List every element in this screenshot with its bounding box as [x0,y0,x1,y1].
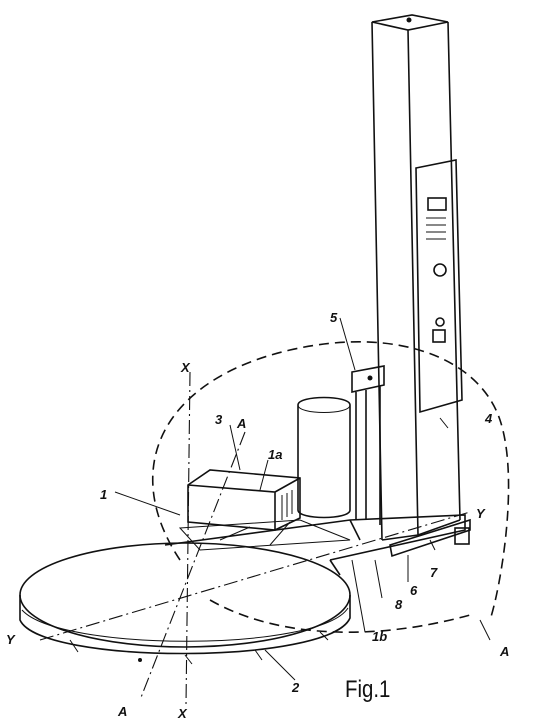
label-5: 5 [330,310,338,325]
axis-y-line [39,511,471,641]
base-frame [164,514,466,576]
turntable-rim-inner [21,607,349,642]
foot-pad [454,527,470,545]
label-7: 7 [430,565,438,580]
motor-vent [281,490,293,520]
label-1a: 1a [268,447,283,462]
axis-x-line [185,371,191,706]
label-1b: 1b [372,629,388,644]
mast-column [371,14,461,541]
label-4: 4 [485,411,493,426]
turntable-brackets [69,631,329,665]
film-reel-top [297,404,351,413]
label-x-top: X [181,360,190,375]
label-8: 8 [395,597,403,612]
mast-cap-hole [406,17,412,23]
turntable-bolt [138,658,142,662]
panel-buttons [426,217,446,240]
panel-switch [435,317,445,327]
carriage-bolt [367,375,373,381]
label-y-right: Y [476,506,485,521]
turntable-rim [19,595,351,655]
label-x-bottom: X [178,706,187,721]
control-panel [415,159,463,414]
leader-lines [114,317,491,681]
panel-socket [432,329,446,343]
label-a-bottom-right: A [500,644,510,659]
base-plate-1a [178,519,351,551]
motor-housing [187,469,301,531]
label-1: 1 [100,487,108,502]
label-a-bottom-left: A [118,704,128,719]
wrap-envelope-curve [151,341,510,621]
film-reel-cylinder [297,396,351,519]
label-y-left: Y [6,632,15,647]
label-2: 2 [292,680,300,695]
label-a-top: A [237,416,247,431]
label-3: 3 [215,412,223,427]
turntable-top [19,542,351,648]
wrap-envelope-curve-lower [209,599,471,633]
label-6: 6 [410,583,418,598]
figure-caption: Fig.1 [345,676,391,703]
base-beam-7 [389,518,471,558]
panel-display [427,197,447,211]
panel-knob [433,263,447,277]
film-carriage [351,365,385,525]
